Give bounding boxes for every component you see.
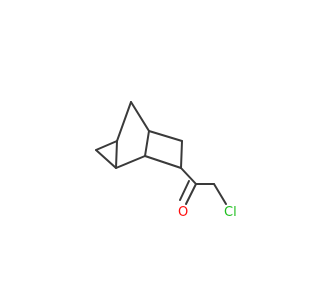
bond-carbonyl-oxygen-1 bbox=[185, 183, 197, 205]
bond-c3-c2 bbox=[180, 140, 183, 169]
bond-ch2-chlorine bbox=[213, 183, 227, 205]
bond-c2-c8 bbox=[144, 155, 182, 169]
bond-c1-c3 bbox=[148, 130, 183, 142]
bond-c4-c5 bbox=[95, 140, 118, 151]
chlorine-atom-label: Cl bbox=[224, 205, 237, 220]
molecule-structure-diagram: O Cl bbox=[95, 101, 237, 220]
bond-carbonyl-oxygen-2 bbox=[179, 180, 190, 201]
bond-c2-carbonyl bbox=[180, 167, 197, 185]
bond-c5-c6 bbox=[95, 149, 117, 169]
oxygen-atom-label: O bbox=[178, 205, 188, 220]
bond-c4-c6 bbox=[115, 140, 118, 169]
bond-c7-c4 bbox=[116, 101, 132, 142]
bond-c1-c8 bbox=[144, 130, 150, 157]
bond-c7-c1 bbox=[130, 101, 150, 132]
bond-c6-c8 bbox=[115, 155, 146, 169]
